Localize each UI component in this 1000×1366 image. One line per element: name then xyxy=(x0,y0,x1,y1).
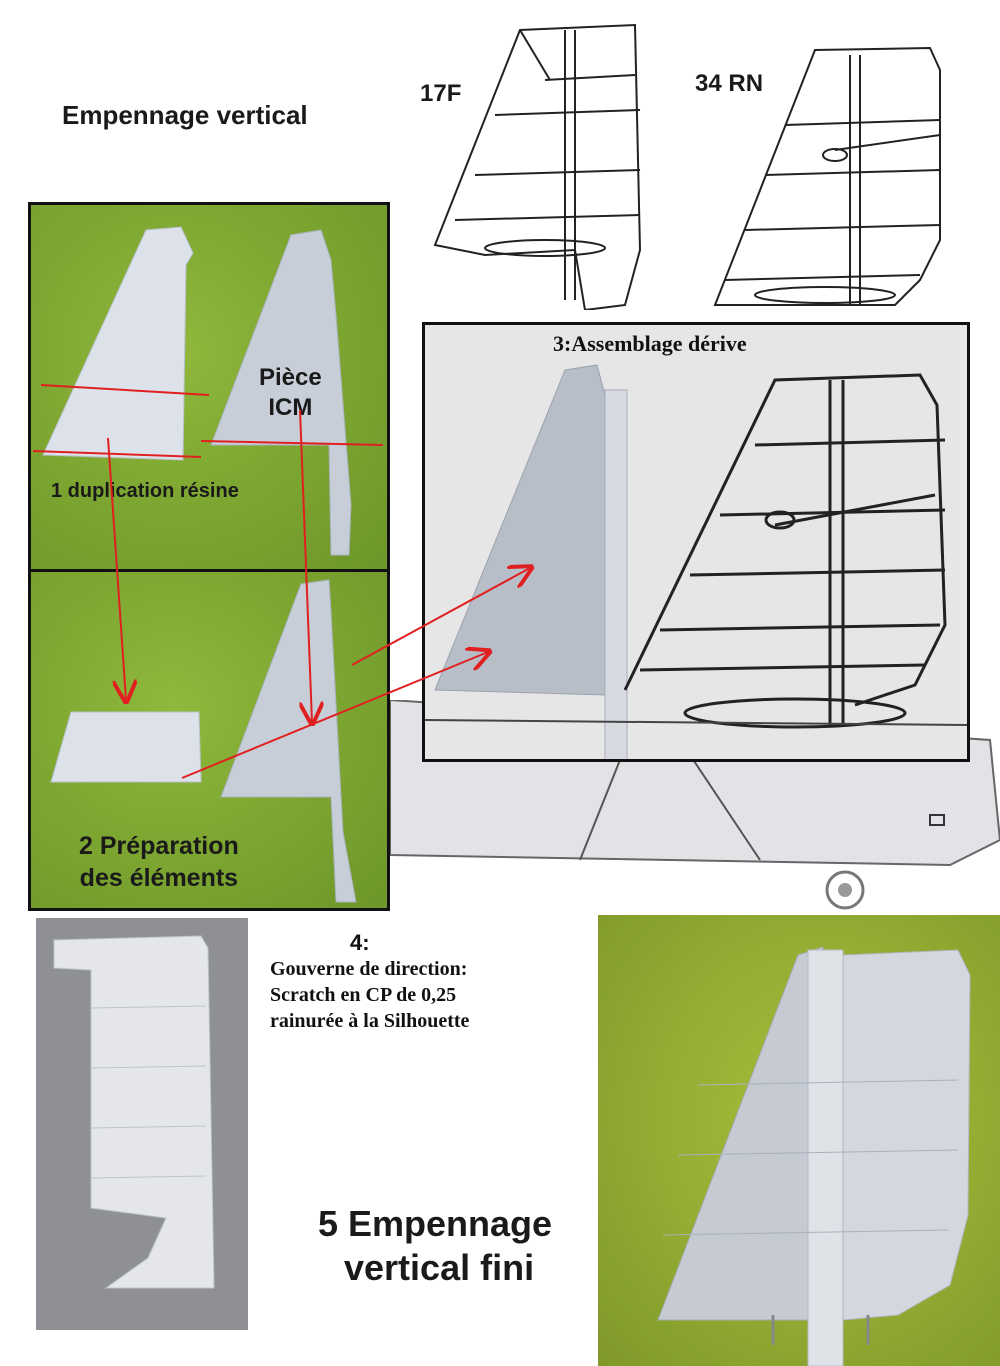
drawing-label-34rn: 34 RN xyxy=(695,70,764,97)
drawing-label-17f: 17F xyxy=(420,80,462,107)
tail-drawing-17f-icon xyxy=(433,23,642,310)
step4-line1: Gouverne de direction: xyxy=(270,958,468,980)
drawing-17f: 17F xyxy=(420,10,655,310)
step3-panel: 3:Assemblage dérive xyxy=(422,322,970,762)
step2-caption-line1: 2 Préparation xyxy=(79,832,239,860)
piece-label-line1: Pièce xyxy=(259,364,322,391)
step4-caption: 4: Gouverne de direction: Scratch en CP … xyxy=(270,930,580,1034)
step5-line2: vertical fini xyxy=(344,1247,535,1288)
step5-photo xyxy=(598,915,1000,1366)
step2-panel: 2 Préparation des éléments xyxy=(28,569,390,911)
step5-caption: 5 Empennage vertical fini xyxy=(318,1202,552,1290)
step4-photo xyxy=(36,918,248,1330)
step1-photo-icon xyxy=(32,226,384,556)
rudder-photo-icon xyxy=(53,935,215,1289)
piece-icm-label: Pièce ICM xyxy=(259,363,322,423)
step5-line1: 5 Empennage xyxy=(318,1203,553,1244)
step4-line2: Scratch en CP de 0,25 xyxy=(270,984,457,1006)
step2-caption-line2: des éléments xyxy=(79,864,239,892)
step3-caption: 3:Assemblage dérive xyxy=(553,331,747,356)
step4-number: 4: xyxy=(350,930,370,955)
tail-drawing-34rn-icon xyxy=(713,46,941,306)
step3-photo-icon xyxy=(425,364,967,759)
step2-caption: 2 Préparation des éléments xyxy=(79,830,239,894)
drawing-34rn: 34 RN xyxy=(695,40,955,310)
step1-panel: Pièce ICM 1 duplication résine xyxy=(28,202,390,572)
page-title: Empennage vertical xyxy=(62,100,308,130)
piece-label-line2: ICM xyxy=(268,394,313,421)
finished-fin-icon xyxy=(657,946,971,1366)
step4-line3: rainurée à la Silhouette xyxy=(270,1010,470,1032)
step1-caption: 1 duplication résine xyxy=(51,480,239,502)
